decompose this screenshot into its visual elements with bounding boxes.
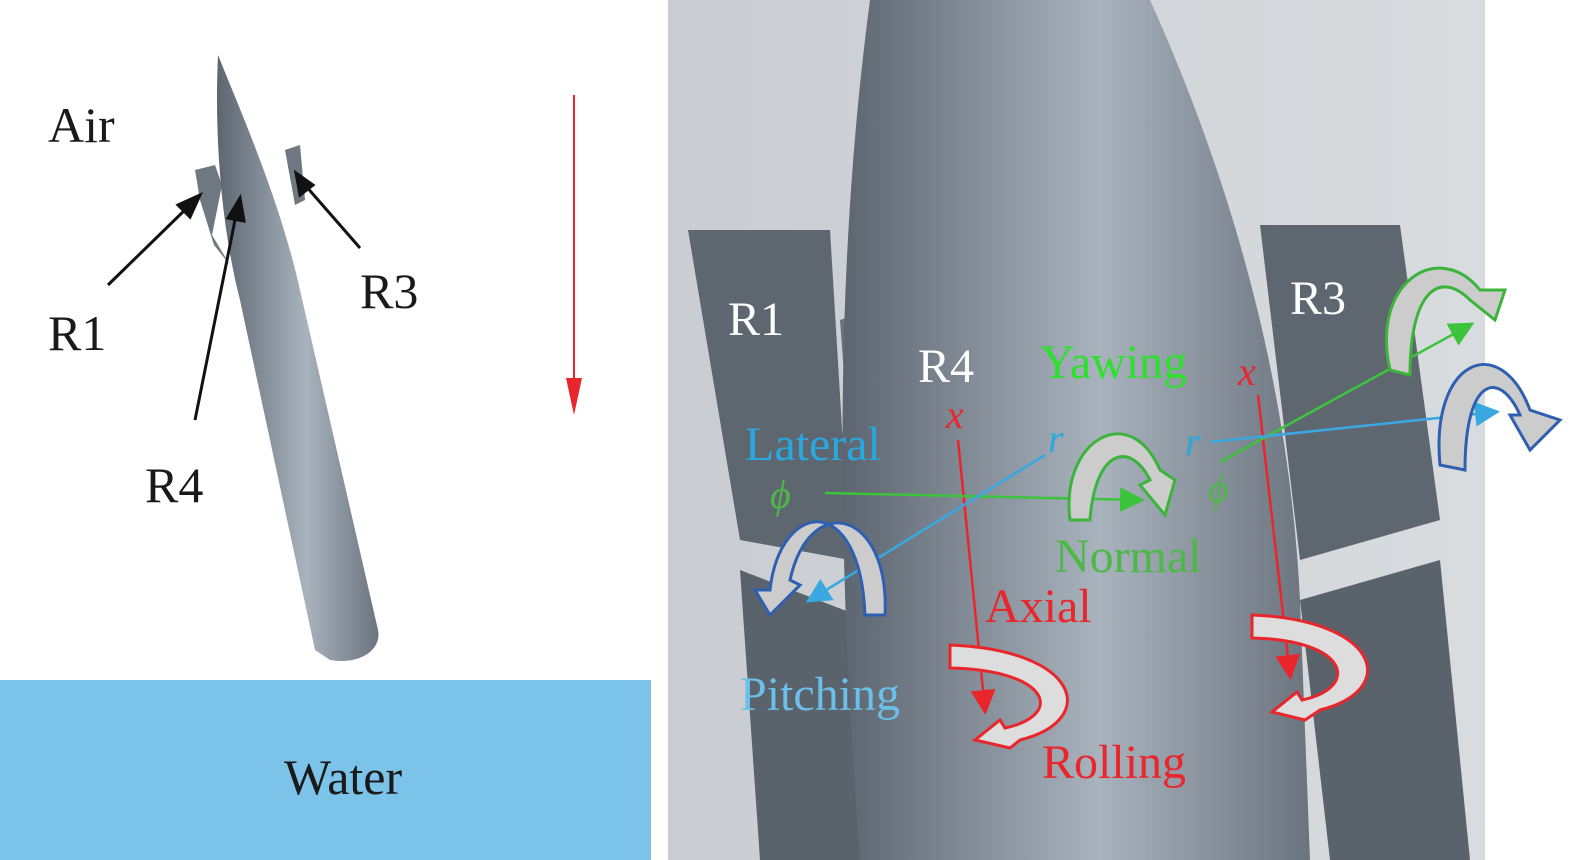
r3-label: R3 [360,263,418,319]
water-label: Water [284,749,402,805]
fin-r1 [688,230,850,560]
yawing-label: Yawing [1040,336,1187,389]
r-axis-symbol: r [1048,416,1064,461]
r-axis-symbol: r [1185,419,1201,464]
rolling-rotation-icon [948,613,1369,750]
air-label: Air [48,97,115,153]
x-axis-symbol: x [1237,349,1256,394]
pitching-rotation-icon [752,363,1563,618]
axial-label: Axial [985,580,1092,633]
r4-label: R4 [145,457,203,513]
normal-label: Normal [1055,530,1202,583]
x-axis-symbol: x [945,392,964,437]
fin-pointer-arrows [106,169,362,421]
left-panel: Air R1 R4 R3 Water [0,55,651,860]
phi-axis-symbol: ϕ [770,472,791,517]
phi-axis-symbol: ϕ [1208,466,1229,511]
pitching-label: Pitching [740,668,900,721]
lateral-label: Lateral [745,418,881,471]
r1-label: R1 [728,293,784,346]
water-region [0,680,651,860]
r1-label: R1 [48,305,106,361]
yawing-rotation-icon [1067,266,1508,522]
r4-label: R4 [918,340,974,393]
r3-label: R3 [1290,272,1346,325]
falling-arrowhead-icon [566,378,582,415]
right-panel: R1 R4 R3 Yawing Lateral Normal Axial Pit… [668,0,1563,860]
rolling-label: Rolling [1042,736,1186,789]
projectile-side-view [195,55,379,661]
